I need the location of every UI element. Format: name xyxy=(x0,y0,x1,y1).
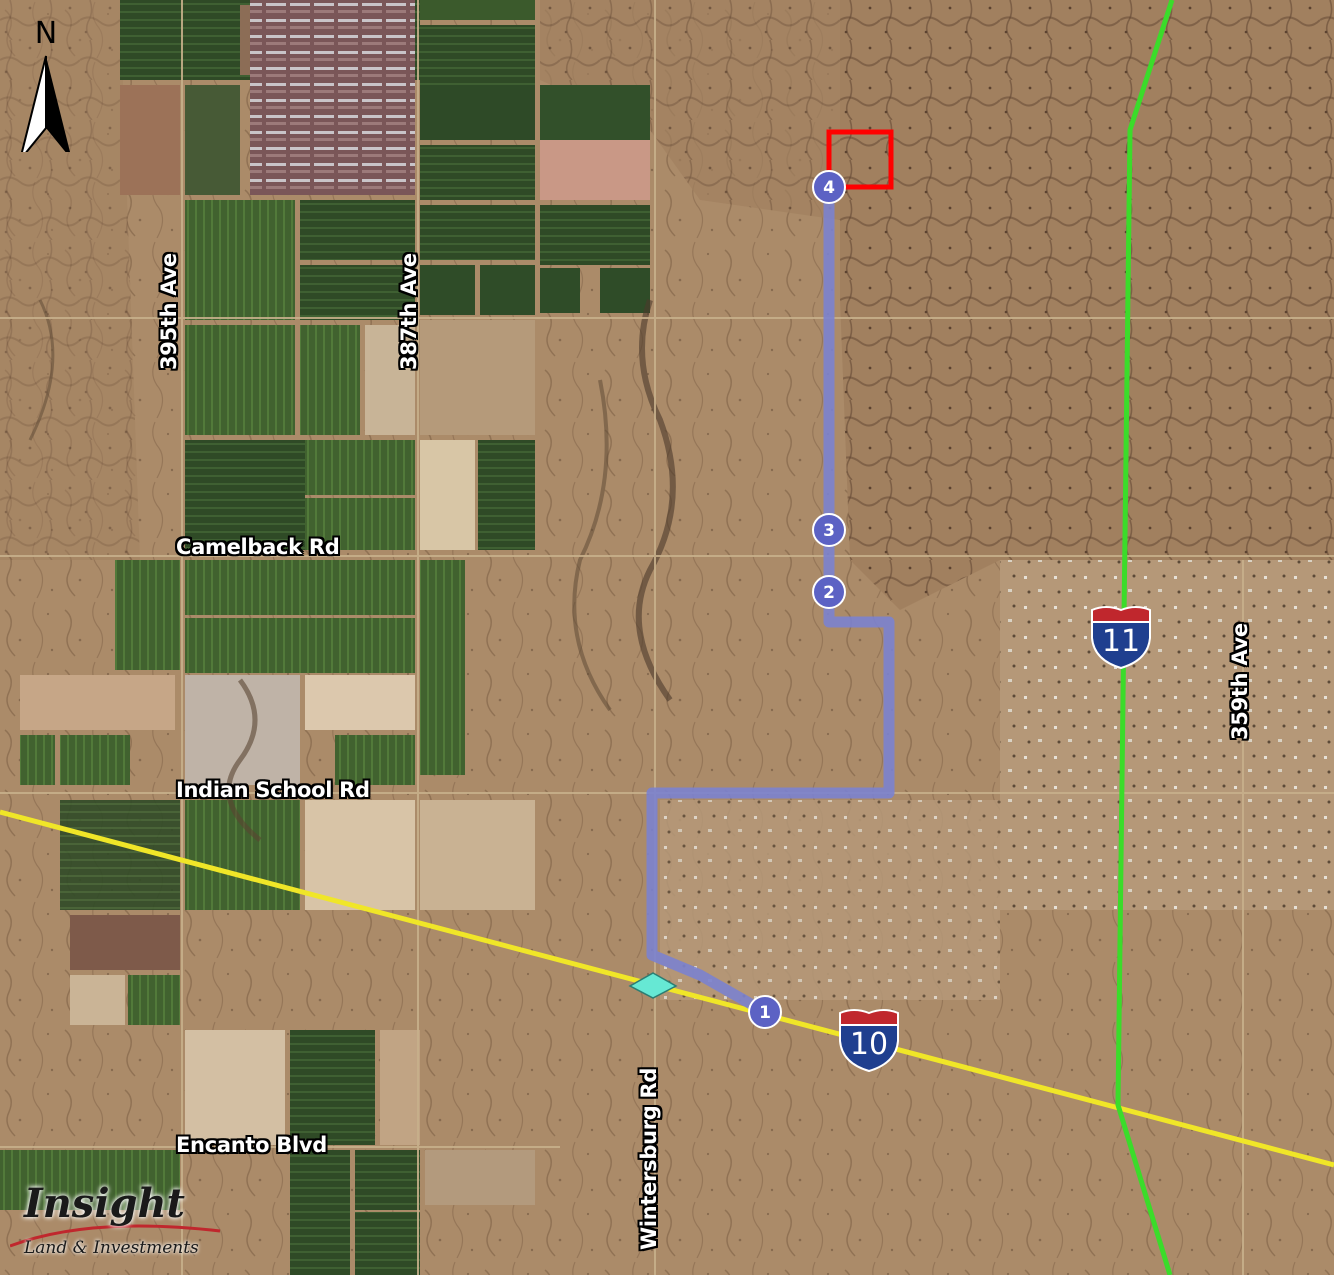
route-marker-2 xyxy=(812,575,846,609)
road-label-395th-ave: 395th Ave xyxy=(157,253,181,370)
parcel-outline xyxy=(826,129,894,190)
interstate-shield-icon xyxy=(839,1009,899,1073)
insight-logo: Insight Land & Investments xyxy=(10,1176,225,1266)
road-label-387th-ave: 387th Ave xyxy=(397,253,421,370)
route-markers xyxy=(748,170,846,1029)
north-arrow: N xyxy=(14,16,78,152)
route-marker-1 xyxy=(748,995,782,1029)
route-marker-4-label: 4 xyxy=(823,178,835,198)
i10-shield: 10 xyxy=(836,1007,902,1073)
road-label-wintersburg-rd: Wintersburg Rd xyxy=(637,1067,661,1250)
interstate-shield-icon xyxy=(1091,606,1151,670)
logo-swoosh-icon xyxy=(10,1224,221,1248)
route-marker-1-label: 1 xyxy=(759,1003,771,1023)
i10-shield-number: 10 xyxy=(849,1027,889,1062)
route-marker-3 xyxy=(812,513,846,547)
i11-shield-number: 11 xyxy=(1101,624,1141,659)
north-arrow-icon xyxy=(20,55,70,152)
road-label-indian-school-rd: Indian School Rd xyxy=(176,778,370,802)
route-marker-2-label: 2 xyxy=(823,583,835,603)
road-label-camelback-rd: Camelback Rd xyxy=(176,535,340,559)
i11-shield: 11 xyxy=(1088,604,1154,670)
route-marker-4 xyxy=(812,170,846,204)
interchange-marker xyxy=(628,972,678,999)
logo-tagline: Land & Investments xyxy=(24,1238,199,1258)
logo-wordmark: Insight xyxy=(24,1180,186,1227)
route-path xyxy=(646,187,895,1017)
route-marker-3-label: 3 xyxy=(823,521,835,541)
road-label-encanto-blvd: Encanto Blvd xyxy=(176,1133,327,1157)
road-label-359th-ave: 359th Ave xyxy=(1228,623,1252,740)
north-letter: N xyxy=(34,16,58,51)
